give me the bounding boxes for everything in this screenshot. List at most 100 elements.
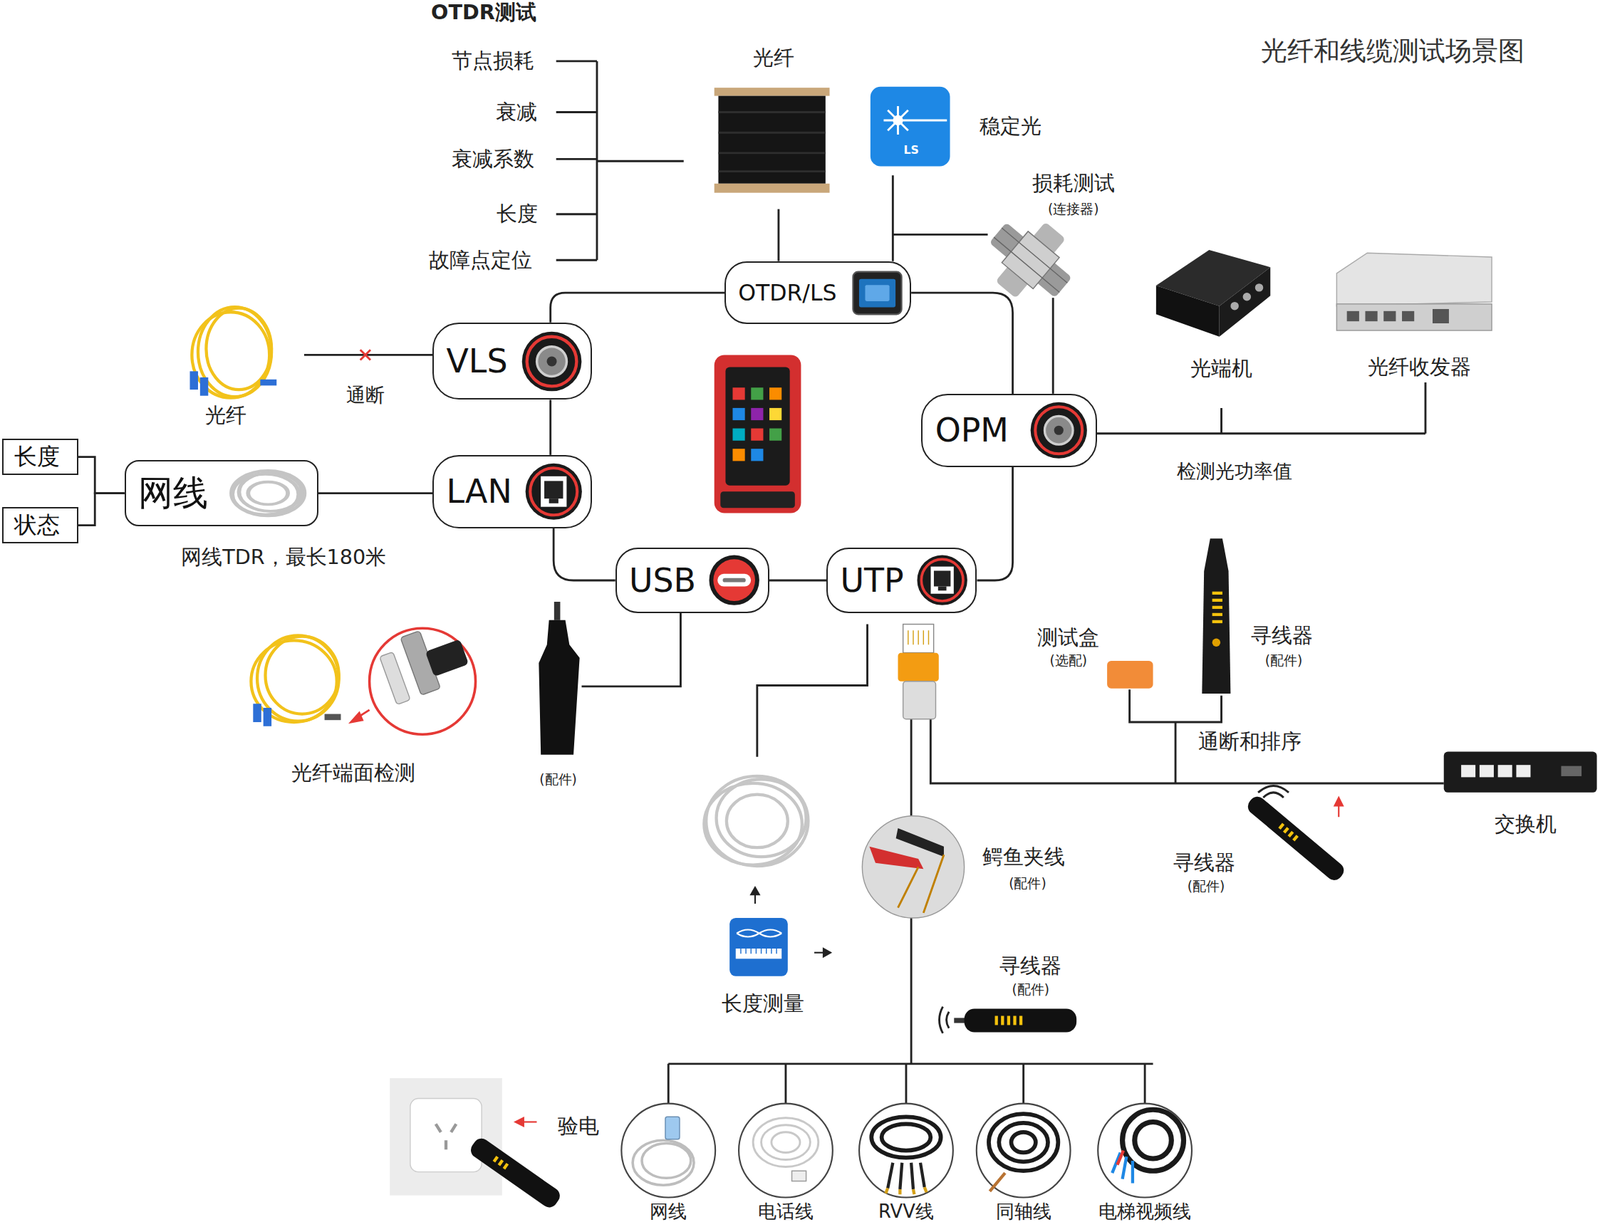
fiber-connector: [263, 708, 272, 727]
fiber-connector: [200, 377, 209, 397]
port-icon: [522, 331, 583, 392]
small-arrow: [750, 887, 759, 895]
port-icon: [723, 578, 746, 583]
wire: [668, 1064, 1153, 1105]
port-icon: [709, 555, 760, 606]
connector-adapter: [973, 203, 1089, 318]
network-switch: [1443, 752, 1598, 793]
rj45-bnc-adapter: [908, 630, 929, 645]
wire: [1052, 297, 1055, 394]
fiber-connector: [324, 714, 342, 721]
annotation: 光纤端面检测: [289, 761, 417, 786]
connector: [769, 579, 827, 583]
node-label: OTDR/LS: [738, 280, 837, 306]
handheld-tester: [725, 367, 790, 486]
attribute-box: 长度: [2, 438, 79, 476]
port-icon: [864, 284, 890, 302]
port-icon: [930, 567, 954, 595]
wire: [1097, 382, 1426, 434]
annotation: 长度: [495, 202, 540, 226]
power-socket: [468, 1135, 564, 1212]
node-label: VLS: [446, 343, 508, 379]
node-label: 状态: [14, 512, 60, 538]
cable-sample: [887, 1163, 925, 1190]
cable-sample: [976, 1104, 1071, 1199]
port-icon: [540, 476, 567, 508]
port-icon: [232, 474, 299, 516]
annotation: 损耗测试: [1030, 171, 1117, 196]
light-source-icon: [883, 106, 947, 135]
cable-sample: [976, 1104, 1071, 1199]
node-label: USB: [629, 562, 696, 599]
endface-inset: [379, 651, 411, 705]
optical-terminal: [1255, 283, 1264, 292]
tone-tracer: [1212, 620, 1223, 624]
cable-sample: [752, 1118, 819, 1168]
break-mark: [360, 349, 371, 360]
connector: [78, 493, 125, 526]
length-icon: [736, 929, 782, 937]
cable-sample: [632, 1140, 694, 1186]
cable-sample: [632, 1140, 694, 1186]
cable-sample: [641, 1144, 692, 1179]
annotation: 电话线: [756, 1201, 815, 1224]
port-icon: [916, 554, 969, 607]
fiber-connector: [190, 371, 278, 396]
port-icon: [231, 470, 305, 516]
network-switch: [1443, 752, 1598, 793]
attribute-box: 状态: [2, 507, 79, 545]
light-source-icon: [870, 86, 951, 167]
power-socket: [389, 1078, 503, 1197]
media-converter: [1336, 252, 1492, 306]
port-icon: [933, 571, 951, 587]
port-icon: [544, 481, 563, 500]
annotation: 通断: [344, 383, 387, 407]
port-icon: [852, 267, 903, 319]
tone-tracer: [1292, 834, 1299, 842]
tone-tracer: [1212, 591, 1223, 624]
cable-sample: [621, 1104, 716, 1199]
network-switch: [1479, 765, 1494, 778]
annotation: 长度测量: [720, 992, 806, 1016]
optical-terminal: [1230, 283, 1264, 310]
port-box: LAN: [432, 455, 592, 529]
tone-tracer: [1244, 793, 1348, 885]
annotation: 验电: [556, 1114, 601, 1139]
power-socket: [410, 1099, 482, 1173]
power-socket: [497, 1159, 504, 1167]
port-icon: [1029, 401, 1089, 461]
alligator-clip: [897, 854, 944, 914]
red-arrow: [522, 1121, 537, 1123]
wireless-mark: [1263, 792, 1284, 798]
fiber-spool: [714, 87, 830, 194]
power-socket: [492, 1156, 499, 1164]
network-switch: [1461, 765, 1531, 778]
fiber-coil: [191, 307, 272, 398]
cable-sample: [665, 1117, 680, 1140]
wire: [757, 624, 868, 758]
fiber-spool: [718, 112, 825, 172]
cable-sample: [738, 1104, 833, 1199]
handheld-tester: [732, 387, 782, 461]
cable-sample: [752, 1118, 819, 1168]
handheld-tester: [750, 428, 763, 441]
annotation: LS: [901, 143, 920, 157]
connector-adapter: [993, 227, 1068, 293]
port-icon: [525, 463, 583, 521]
handheld-tester: [720, 491, 796, 508]
power-socket: [435, 1124, 457, 1150]
fiber-connector: [260, 379, 277, 387]
media-converter: [1364, 311, 1378, 322]
port-icon: [717, 574, 751, 587]
cable-sample: [871, 1117, 941, 1158]
cable-sample: [1097, 1104, 1192, 1199]
port-icon: [549, 498, 559, 504]
cable-coil: [705, 776, 808, 867]
wire: [892, 175, 988, 261]
wireless-mark: [939, 1007, 944, 1034]
annotation: 网线: [648, 1201, 689, 1224]
wire: [911, 719, 1444, 1065]
annotation: 衰减: [494, 100, 539, 124]
port-icon: [520, 330, 583, 393]
fiber-spool: [714, 183, 830, 194]
